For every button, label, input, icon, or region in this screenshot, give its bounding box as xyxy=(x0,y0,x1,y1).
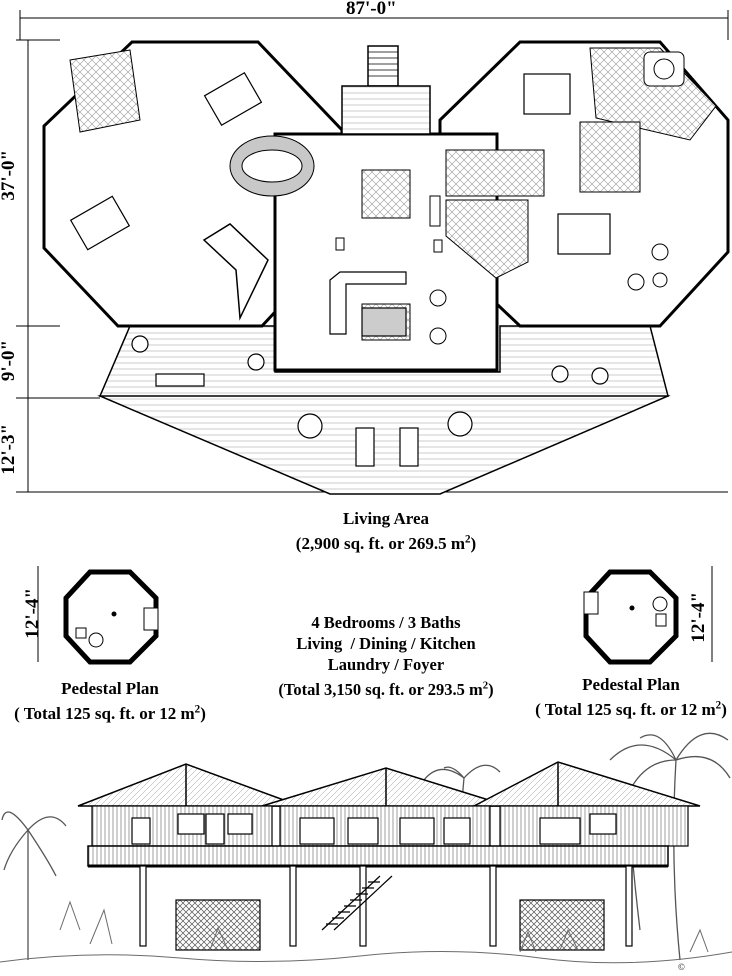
living-furniture xyxy=(335,51,685,345)
roofs xyxy=(77,761,701,807)
pedestal-left-size: ( Total 125 sq. ft. or 12 m2) xyxy=(14,703,206,723)
dimension-lines xyxy=(16,10,729,493)
summary-living: Living / Dining / Kitchen xyxy=(296,634,476,653)
kitchen-counter xyxy=(202,223,269,321)
dim-main-depth: 37'-0" xyxy=(0,150,19,201)
pedestal-left-caption: Pedestal Plan ( Total 125 sq. ft. or 12 … xyxy=(0,678,220,724)
deck-railing xyxy=(87,845,669,868)
floor-plan-drawing xyxy=(16,10,730,495)
sectional-sofa xyxy=(329,271,407,337)
pedestal-right-caption: Pedestal Plan ( Total 125 sq. ft. or 12 … xyxy=(526,674,732,720)
walls xyxy=(91,805,689,847)
outdoor-tables xyxy=(131,335,609,467)
summary-caption: 4 Bedrooms / 3 Baths Living / Dining / K… xyxy=(246,612,526,700)
pedestal-left-title: Pedestal Plan xyxy=(61,679,159,698)
elevation-stair xyxy=(321,875,393,931)
entry-stair xyxy=(341,45,431,135)
pedestal-left-plan xyxy=(37,566,159,665)
summary-rooms: 4 Bedrooms / 3 Baths xyxy=(311,613,461,632)
ground-vegetation xyxy=(0,900,732,964)
pedestal-base xyxy=(139,865,633,951)
palm-tree-icon xyxy=(1,732,731,961)
windows xyxy=(131,813,617,845)
dim-deck-depth: 9'-0" xyxy=(0,340,19,382)
summary-total: (Total 3,150 sq. ft. or 293.5 m2) xyxy=(278,679,494,699)
dim-overall-width: 87'-0" xyxy=(346,0,397,19)
pedestal-right-size: ( Total 125 sq. ft. or 12 m2) xyxy=(535,699,727,719)
beds xyxy=(69,71,611,255)
dim-pedestal-left: 12'-4" xyxy=(22,588,43,639)
dim-lower-deck-depth: 12'-3" xyxy=(0,424,19,475)
living-area-size: (2,900 sq. ft. or 269.5 m2) xyxy=(295,533,477,553)
summary-laundry: Laundry / Foyer xyxy=(327,655,445,674)
dining-table xyxy=(229,135,315,197)
pedestal-right-title: Pedestal Plan xyxy=(582,675,680,694)
dim-pedestal-right: 12'-4" xyxy=(688,592,709,643)
living-area-caption: Living Area (2,900 sq. ft. or 269.5 m2) xyxy=(236,508,536,554)
living-area-title: Living Area xyxy=(342,509,430,528)
copyright-mark: © xyxy=(678,962,685,972)
